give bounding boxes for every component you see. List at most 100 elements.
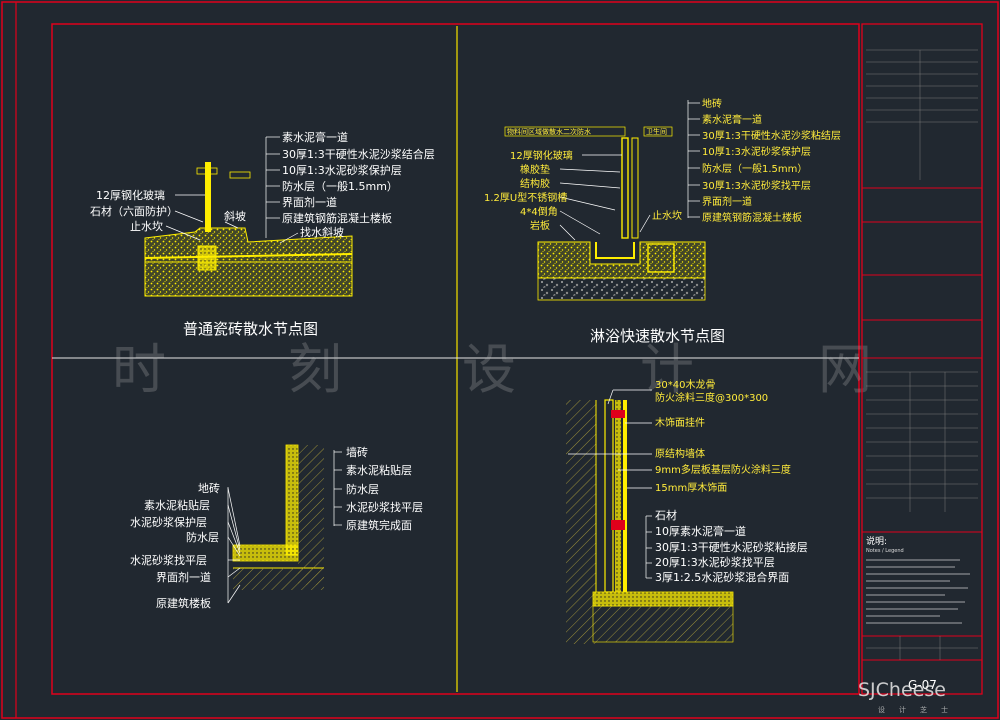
callout-label: 10厚1:3水泥砂浆保护层 [282,163,402,177]
callout-label: 素水泥膏一道 [282,130,348,144]
callout-label: 防水层（一般1.5mm） [702,162,807,175]
veneer-hanger [611,520,625,530]
callout-label: 12厚钢化玻璃 [96,188,165,202]
note-tag-label: 物料间区域做散水二次防水 [507,127,591,136]
callout-label: 墙砖 [346,445,368,459]
leader-lines [227,450,342,604]
wall-hatch [298,445,324,585]
callout-label: 20厚1:3水泥砂浆找平层 [655,555,775,569]
u-channel [595,242,635,259]
glass-tag [196,167,218,175]
wall-column [631,137,639,239]
title-block: 说明: Notes / Legend G-07 [861,23,983,695]
brand-tagline: 设计芝士 [878,705,962,714]
callout-label: 防火涂料三度@300*300 [655,391,768,404]
note-tag [504,126,626,137]
callout-label: 原建筑钢筋混凝土楼板 [702,211,802,224]
callout-label: 水泥砂浆找平层 [130,553,207,567]
drawing-frame [51,23,860,695]
callout-label: 止水坎 [652,209,682,222]
callout-label: 石材 [655,508,677,522]
panel-wood-veneer-wall: 30*40木龙骨 防火涂料三度@300*300 木饰面挂件 原结构墙体 9mm多… [566,378,808,644]
callout-label: 9mm多层板基层防火涂料三度 [655,463,791,476]
room-tag [643,126,673,137]
leader-lines [559,100,700,241]
watermark-char: 网 [818,338,872,401]
watermark-char: 刻 [288,338,342,401]
callout-label: 找水斜坡 [300,225,344,239]
callout-label: 30*40木龙骨 [655,378,715,391]
panel-title: 普通瓷砖散水节点图 [183,320,318,338]
callout-label: 防水层（一般1.5mm） [282,179,398,193]
callout-label: 水泥砂浆找平层 [346,500,423,514]
panel-shower-drainage: 物料间区域做散水二次防水 卫生间 地砖 素水泥膏一道 [484,97,841,345]
panel-title: 淋浴快速散水节点图 [590,327,725,345]
callout-label: 素水泥膏一道 [702,113,762,126]
callout-label: 原结构墙体 [655,447,705,460]
callout-label: 石材（六面防护） [90,204,178,218]
wall-layers [285,444,299,556]
waterproof-line [144,253,353,259]
watermark: 时 刻 设 计 网 [112,338,872,401]
room-tag-label: 卫生间 [646,127,667,136]
callout-label: 10厚1:3水泥砂浆保护层 [702,145,811,158]
callout-label: 30厚1:3干硬性水泥砂浆粘接层 [655,540,808,554]
callout-label: 斜坡 [224,210,246,223]
plywood-base [615,400,621,592]
notes-text-lines [866,559,970,624]
callout-label: 水泥砂浆保护层 [130,515,207,529]
notes-subheading: Notes / Legend [866,548,904,554]
callout-label: 结构胶 [520,177,550,190]
glass-panel [205,162,211,232]
watermark-char: 设 [462,338,516,401]
callout-label: 素水泥粘贴层 [346,463,412,477]
callout-label: 30厚1:3干硬性水泥沙浆结合层 [282,147,435,161]
callout-label: 原建筑楼板 [156,596,211,610]
callout-label: 30厚1:3水泥砂浆找平层 [702,179,811,192]
watermark-char: 时 [112,338,166,401]
notes-heading: 说明: [866,535,887,547]
callout-label: 橡胶垫 [520,163,550,176]
structural-wall-hatch [566,400,596,644]
callout-label: 止水坎 [130,220,163,233]
keel [604,399,614,593]
callout-label: 防水层 [346,482,379,496]
glass-panel [621,137,629,239]
callout-label: 原建筑完成面 [346,518,412,532]
callout-label: 岩板 [530,219,550,232]
panel-ordinary-tile-drainage: 素水泥膏一道 30厚1:3干硬性水泥沙浆结合层 10厚1:3水泥砂浆保护层 防水… [90,130,435,338]
title-block-notes: 说明: Notes / Legend [866,535,970,624]
floor-layers [232,544,299,562]
callout-label: 4*4倒角 [520,206,558,218]
brand-watermark: SJCheese 设计芝士 [858,679,962,714]
callout-label: 素水泥粘贴层 [144,498,210,512]
callout-label: 界面剂一道 [282,195,337,209]
watermark-char: 计 [640,338,694,401]
callout-label: 30厚1:3干硬性水泥沙浆粘结层 [702,129,841,142]
callout-label: 12厚钢化玻璃 [510,149,573,162]
sheet-number: G-07 [908,678,937,692]
callout-label: 原建筑钢筋混凝土楼板 [282,211,392,225]
callout-label: 10厚素水泥膏一道 [655,524,746,538]
slab [144,261,353,297]
tray-layers [537,241,706,279]
drain-box [647,243,675,273]
callout-label: 界面剂一道 [156,570,211,584]
stone-bed [592,591,734,607]
title-block-grid [866,49,978,660]
slope-tag [229,171,251,179]
callout-label: 15mm厚木饰面 [655,481,727,494]
floor-slab [592,605,734,643]
callout-label: 防水层 [186,530,219,544]
wood-veneer [623,400,627,592]
callout-label: 界面剂一道 [702,195,752,208]
leader-lines [568,389,652,579]
callout-label: 地砖 [702,97,722,110]
leader-lines [165,136,299,244]
brand-logo: SJCheese [858,679,946,701]
callout-label: 3厚1:2.5水泥砂浆混合界面 [655,570,789,584]
callout-label: 1.2厚U型不锈钢槽 [484,191,567,204]
slab-gravel [537,277,706,301]
